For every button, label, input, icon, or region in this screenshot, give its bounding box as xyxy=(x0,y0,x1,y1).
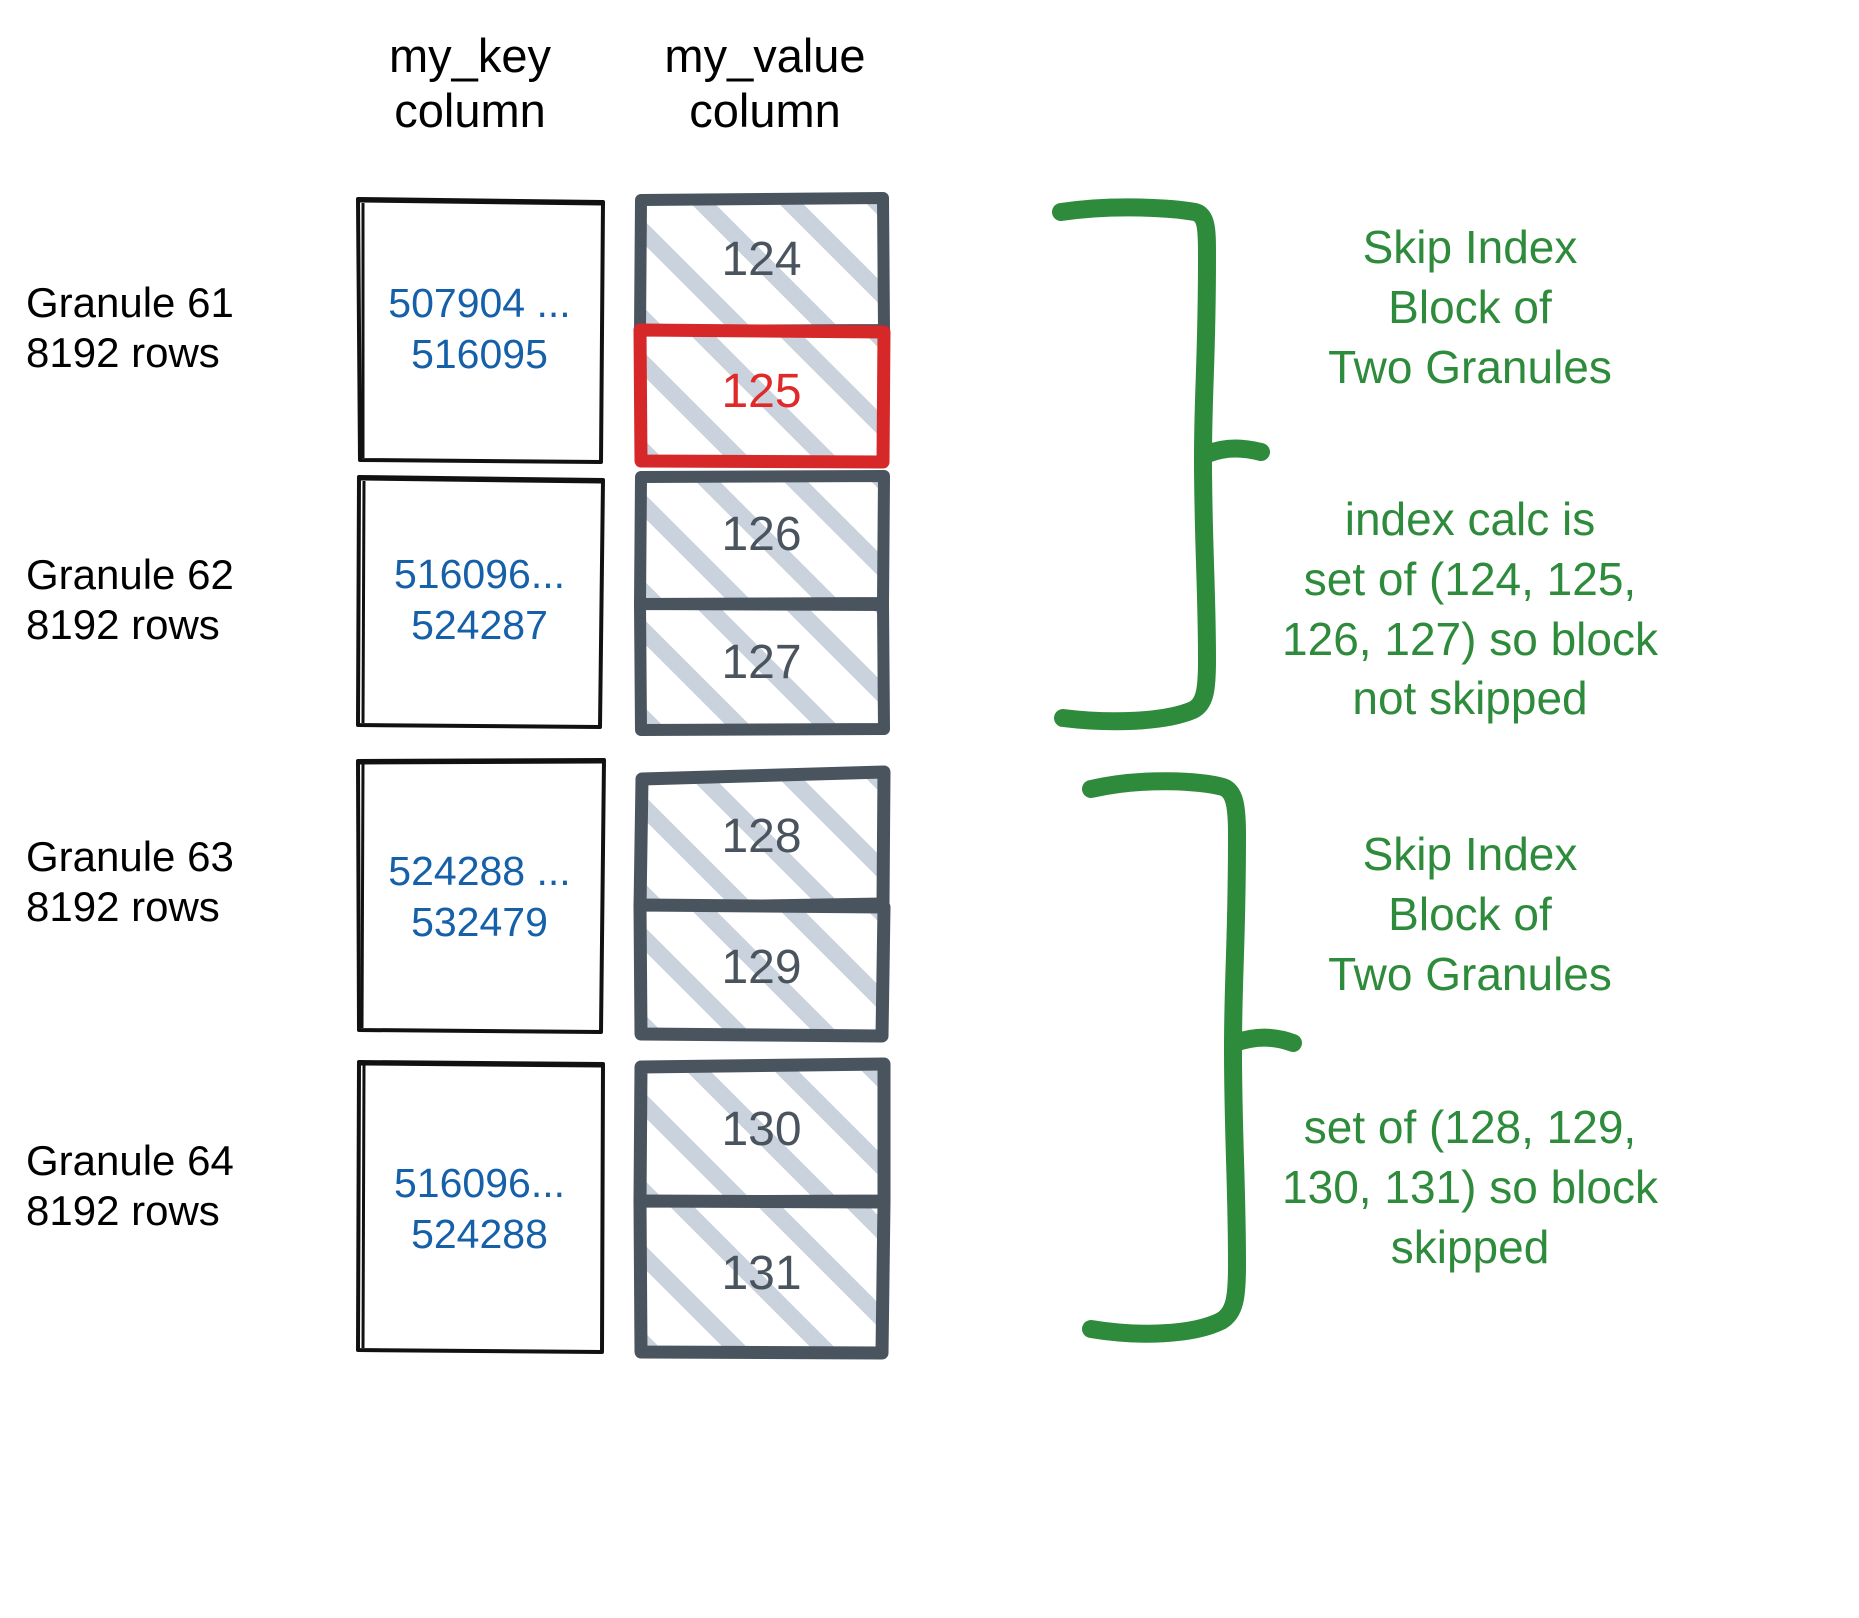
value-number-127: 127 xyxy=(721,636,802,689)
column-header-my-value: my_value column xyxy=(664,29,866,138)
value-cell-125: 125 xyxy=(633,323,891,469)
key-box-frame-icon xyxy=(356,197,605,464)
value-number-125: 125 xyxy=(721,365,802,418)
annotation-set-of-block-skipped: set of (128, 129, 130, 131) so block ski… xyxy=(1282,1101,1658,1273)
key-range-granule-63: 524288 ... 532479 xyxy=(388,848,571,946)
key-range-granule-62: 516096... 524287 xyxy=(394,551,565,649)
column-header-my-key: my_key column xyxy=(389,29,551,138)
value-cell-129: 129 xyxy=(633,898,891,1043)
key-box-granule-64: 516096... 524288 xyxy=(356,1060,605,1354)
granule-label-63: Granule 63 8192 rows xyxy=(26,833,234,931)
value-number-130: 130 xyxy=(721,1103,802,1156)
key-box-granule-61: 507904 ... 516095 xyxy=(356,197,605,464)
annotation-skip-index-block-bottom: Skip Index Block of Two Granules xyxy=(1328,828,1612,1000)
value-number-126: 126 xyxy=(721,508,802,561)
key-box-granule-62: 516096... 524287 xyxy=(356,475,605,729)
key-box-frame-icon xyxy=(356,475,605,729)
value-cell-126: 126 xyxy=(634,470,890,610)
value-cell-127: 127 xyxy=(634,598,890,736)
granule-label-64: Granule 64 8192 rows xyxy=(26,1137,234,1235)
value-cell-124: 124 xyxy=(634,192,890,337)
annotation-index-calc-not-skipped: index calc is set of (124, 125, 126, 127… xyxy=(1282,493,1658,725)
key-box-frame-icon xyxy=(356,1060,605,1354)
key-range-granule-61: 507904 ... 516095 xyxy=(388,280,571,378)
key-box-frame-icon xyxy=(356,758,606,1034)
annotation-skip-index-block-top: Skip Index Block of Two Granules xyxy=(1328,221,1612,393)
value-number-131: 131 xyxy=(721,1247,802,1300)
value-cell-130: 130 xyxy=(633,1057,891,1209)
value-cell-131: 131 xyxy=(633,1194,891,1360)
value-cell-128: 128 xyxy=(633,765,891,915)
value-number-129: 129 xyxy=(721,941,802,994)
granule-label-61: Granule 61 8192 rows xyxy=(26,279,234,377)
key-box-granule-63: 524288 ... 532479 xyxy=(356,758,606,1034)
value-number-128: 128 xyxy=(721,810,802,863)
granule-label-62: Granule 62 8192 rows xyxy=(26,551,234,649)
key-range-granule-64: 516096... 524288 xyxy=(394,1160,565,1258)
value-number-124: 124 xyxy=(721,233,802,286)
